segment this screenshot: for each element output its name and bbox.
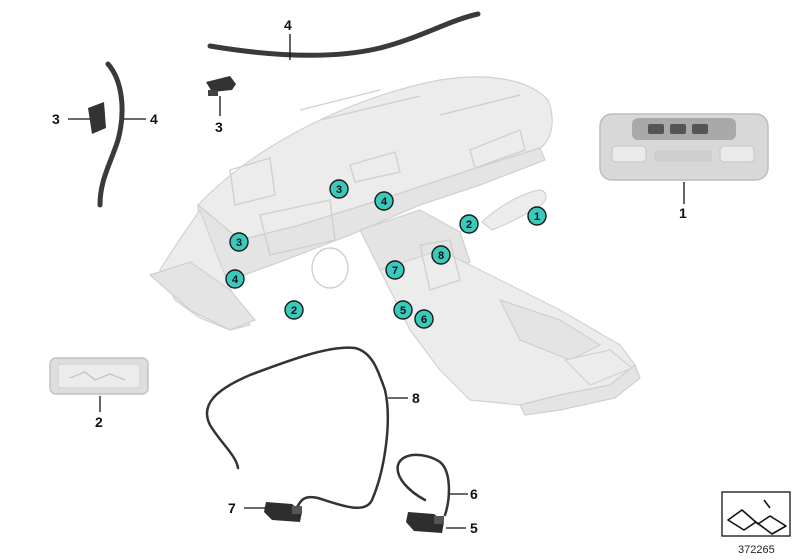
reference-number: 372265 bbox=[738, 544, 775, 556]
svg-text:5: 5 bbox=[400, 305, 406, 317]
svg-text:3: 3 bbox=[336, 184, 342, 196]
callout-part4-top: 4 bbox=[284, 17, 292, 33]
callout-part7: 7 bbox=[228, 500, 236, 516]
callout-part8: 8 bbox=[412, 390, 420, 406]
callout-part6: 6 bbox=[470, 486, 478, 502]
marker-7: 7 bbox=[385, 260, 405, 280]
svg-text:4: 4 bbox=[232, 274, 239, 286]
part-3-center-lamp bbox=[206, 76, 236, 96]
callout-part4-left: 4 bbox=[150, 111, 158, 127]
part-1-overhead-console bbox=[599, 113, 769, 181]
marker-3-door: 3 bbox=[229, 232, 249, 252]
svg-text:7: 7 bbox=[392, 265, 398, 277]
svg-text:3: 3 bbox=[236, 237, 242, 249]
part-4-top-light-strip bbox=[207, 11, 481, 58]
callout-part2: 2 bbox=[95, 414, 103, 430]
marker-6: 6 bbox=[414, 309, 434, 329]
marker-4-door: 4 bbox=[225, 269, 245, 289]
svg-text:1: 1 bbox=[534, 211, 540, 223]
part-4-left-light-strip bbox=[97, 61, 125, 208]
part-5-connector bbox=[406, 512, 444, 533]
callout-part5: 5 bbox=[470, 520, 478, 536]
part-7-connector bbox=[264, 502, 302, 522]
svg-text:6: 6 bbox=[421, 314, 427, 326]
part-6-cable bbox=[396, 453, 451, 517]
callout-part1: 1 bbox=[679, 205, 687, 221]
marker-1: 1 bbox=[527, 206, 547, 226]
marker-2-footwell: 2 bbox=[284, 300, 304, 320]
reference-symbol-box bbox=[721, 491, 791, 537]
callout-part3-center: 3 bbox=[215, 119, 223, 135]
marker-5: 5 bbox=[393, 300, 413, 320]
marker-8: 8 bbox=[431, 245, 451, 265]
callout-part3-left: 3 bbox=[52, 111, 60, 127]
dashboard-ghost bbox=[148, 76, 641, 416]
part-2-lamp bbox=[49, 357, 149, 395]
marker-3-dash: 3 bbox=[329, 179, 349, 199]
marker-4-dash: 4 bbox=[374, 191, 394, 211]
svg-text:8: 8 bbox=[438, 250, 444, 262]
svg-text:2: 2 bbox=[291, 305, 297, 317]
part-8-cable bbox=[205, 346, 390, 510]
part-3-left-lamp bbox=[88, 102, 106, 134]
svg-text:2: 2 bbox=[466, 219, 472, 231]
marker-2-mirror: 2 bbox=[459, 214, 479, 234]
svg-text:4: 4 bbox=[381, 196, 388, 208]
rear-view-mirror-ghost bbox=[481, 189, 547, 231]
